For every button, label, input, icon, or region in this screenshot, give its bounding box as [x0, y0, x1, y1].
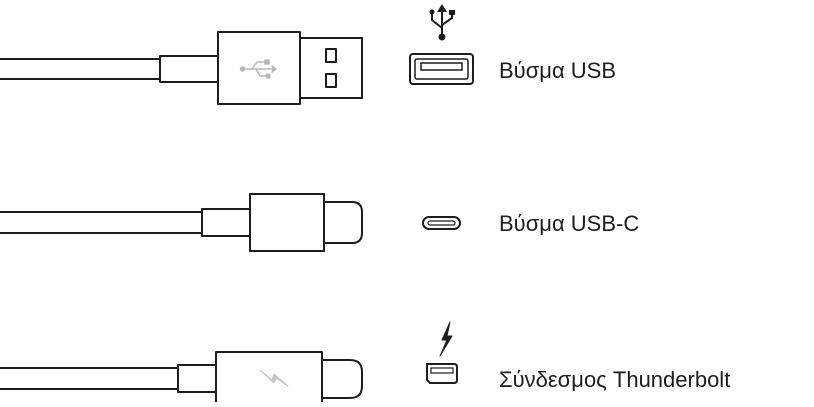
usb-connector-label: Βύσμα USB — [499, 58, 617, 83]
usb-c-port-icon — [422, 216, 461, 230]
usb-a-port-icon — [409, 53, 474, 85]
usb-c-cable — [0, 193, 363, 252]
thunderbolt-bolt-icon — [439, 321, 453, 357]
usb-logo-faint-icon — [239, 59, 277, 79]
usb-trident-icon — [429, 4, 455, 41]
usb-c-connector-label: Βύσμα USB-C — [499, 211, 640, 236]
thunderbolt-logo-faint-icon — [259, 369, 289, 387]
usb-a-cable — [0, 31, 363, 105]
mini-displayport-icon — [426, 363, 458, 384]
thunderbolt-cable — [0, 351, 363, 405]
thunderbolt-connector-label: Σύνδεσμος Thunderbolt — [499, 367, 731, 392]
